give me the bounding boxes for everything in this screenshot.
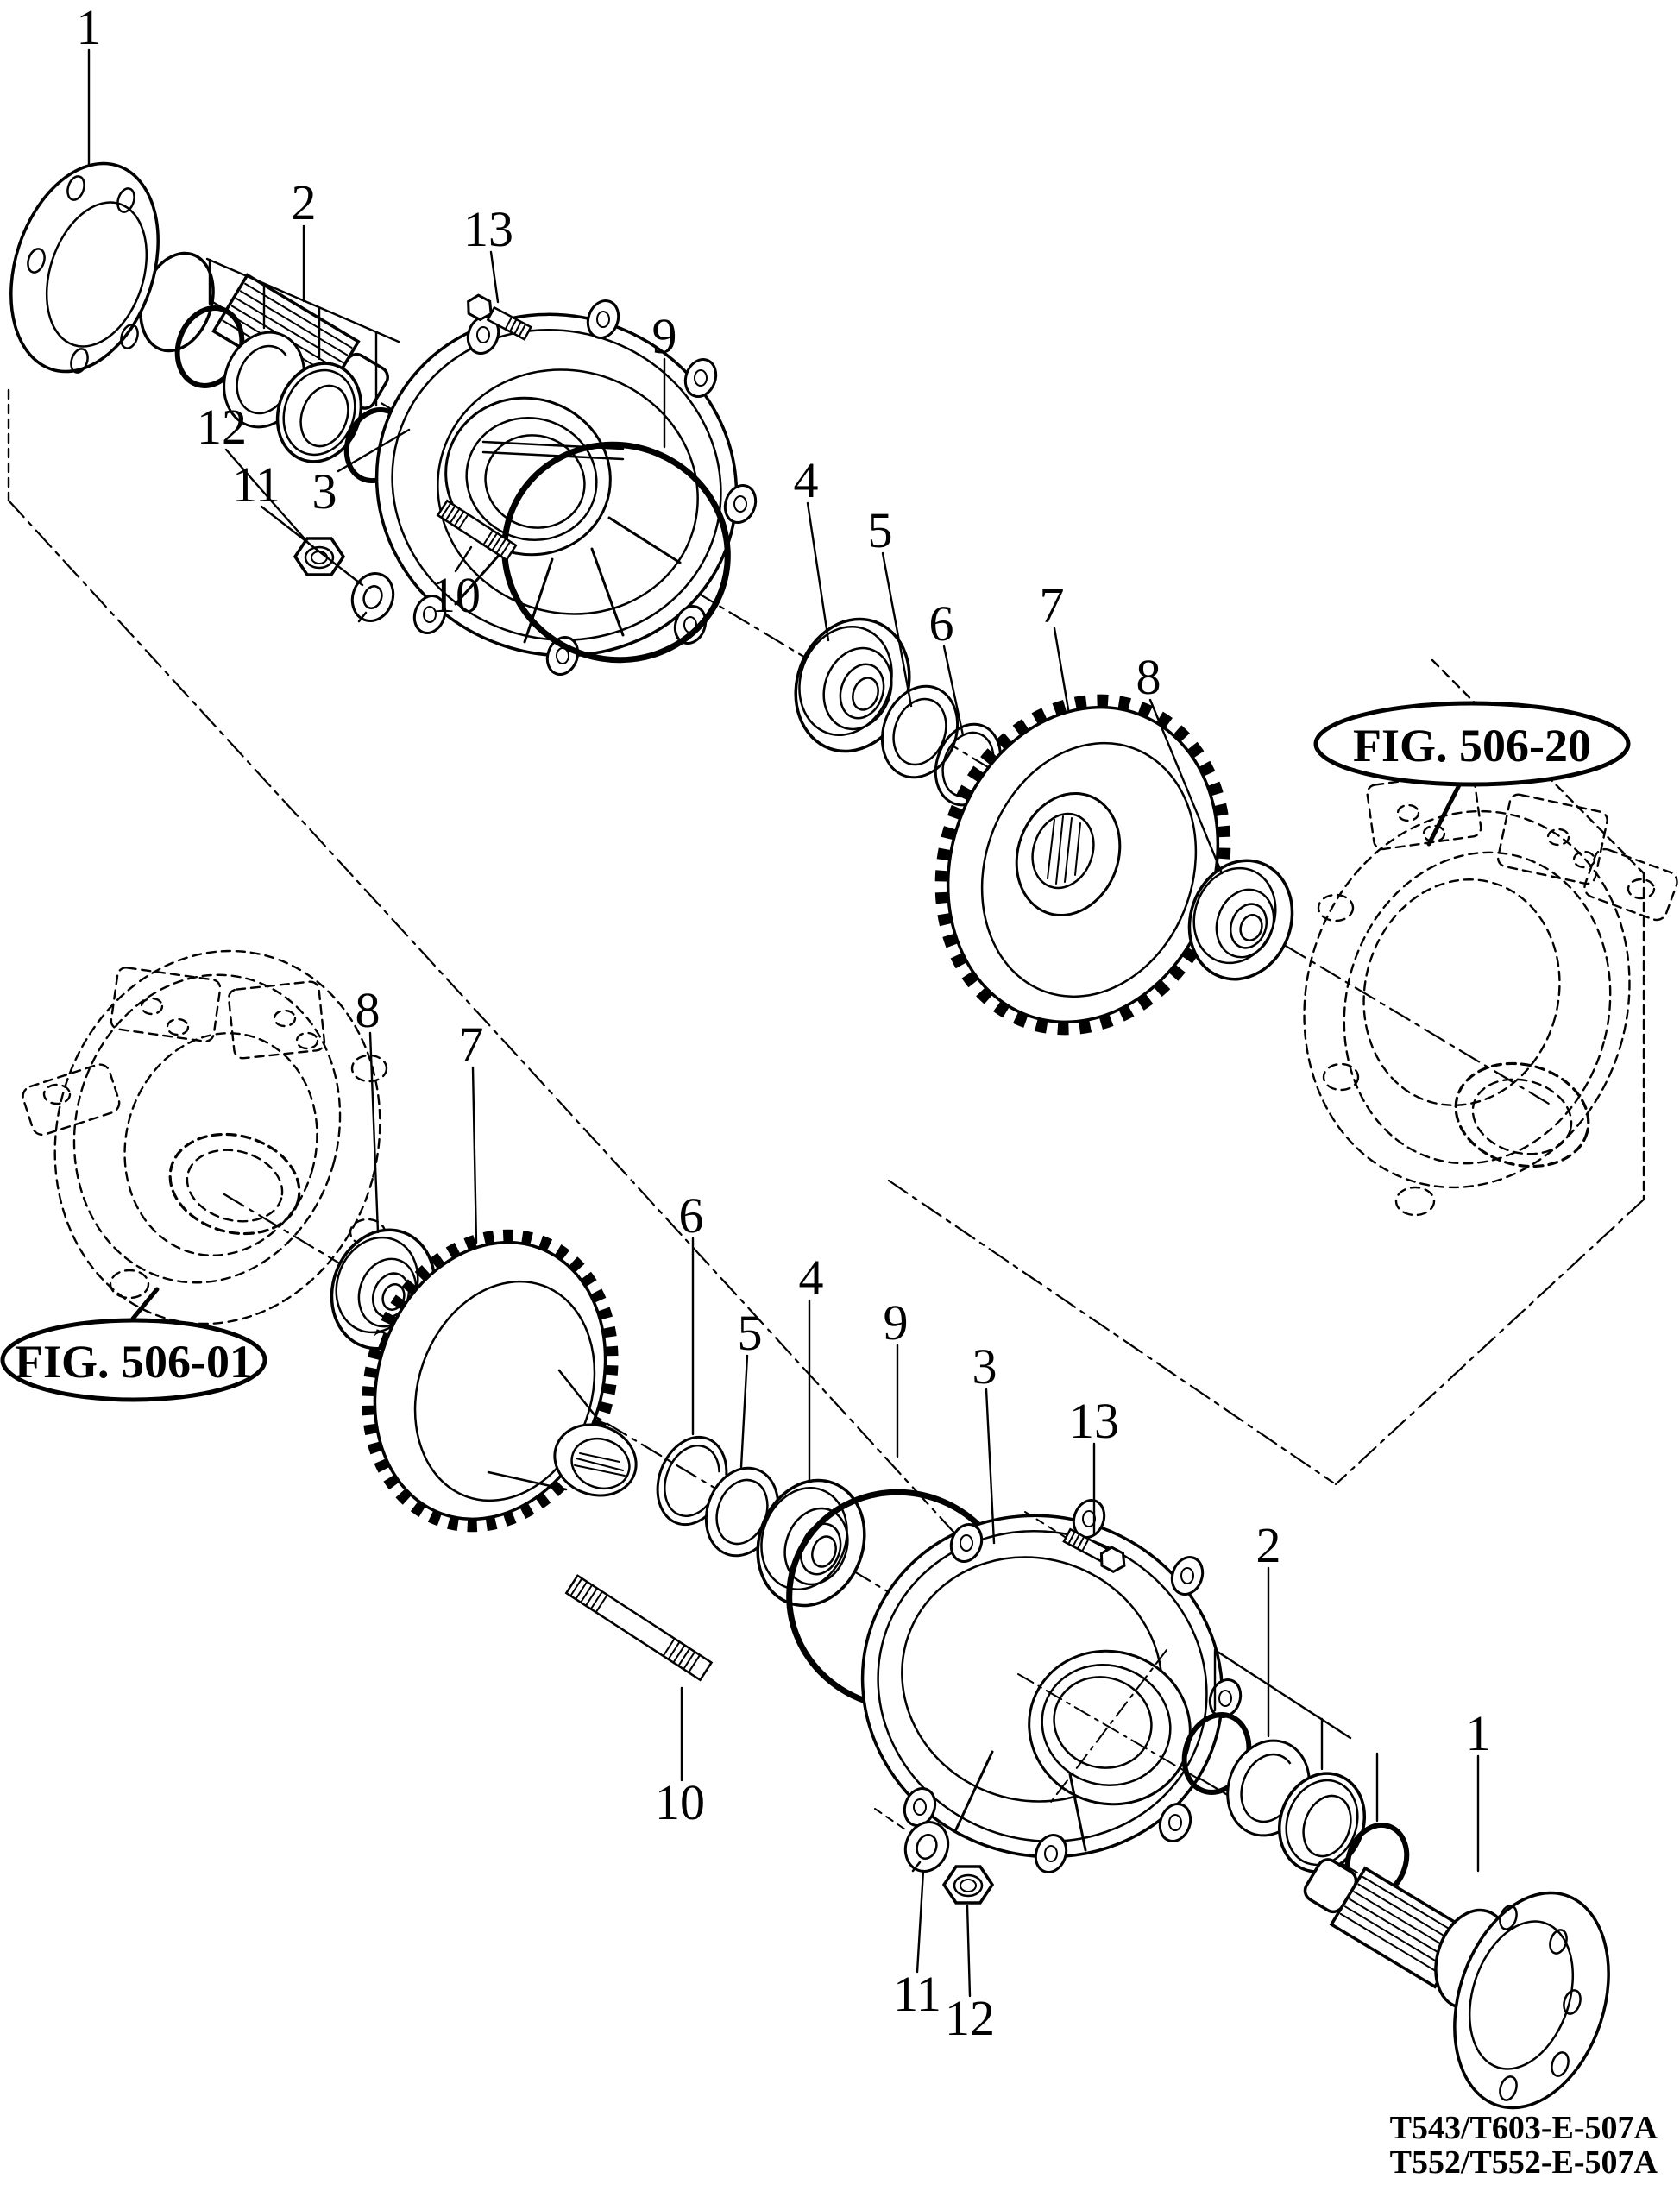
- callout-lower-7: 7: [458, 1017, 484, 1073]
- part-final-case-cover-upper: [374, 299, 758, 676]
- leader-upper-4: [806, 501, 830, 642]
- drawing-number-block: T543/T603-E-507A T552/T552-E-507A: [1390, 2111, 1658, 2180]
- callout-lower-12: 12: [945, 1990, 995, 2046]
- callout-upper-7: 7: [1039, 577, 1065, 633]
- leader-lower-11: [916, 1869, 925, 1974]
- leader-upper-7: [1053, 627, 1070, 711]
- leader-upper-3: [337, 428, 411, 473]
- fig-ref-bubbles: [0, 701, 1631, 1402]
- callout-upper-11: 11: [232, 457, 280, 513]
- drawing-number-line2: T552/T552-E-507A: [1389, 2144, 1658, 2181]
- callout-leader-lines: [87, 48, 1480, 1998]
- part-seal-kit-upper: [174, 305, 409, 484]
- callout-upper-5: 5: [867, 502, 893, 558]
- callout-upper-8: 8: [1136, 649, 1161, 705]
- part-stud-lower: [564, 1574, 714, 1682]
- callout-lower-1: 1: [1465, 1705, 1491, 1761]
- callout-lower-3: 3: [972, 1338, 997, 1395]
- leader-upper-5: [881, 551, 913, 708]
- boundary-right-down-diagonal: [1334, 1198, 1645, 1486]
- part-nut-upper: [293, 537, 346, 576]
- part-nut-lower: [941, 1865, 995, 1905]
- callout-lower-13: 13: [1069, 1393, 1119, 1449]
- callout-upper-9: 9: [651, 308, 677, 364]
- callout-lower-6: 6: [678, 1187, 704, 1244]
- boundary-lower-right-diagonal: [887, 1179, 1335, 1484]
- ghost-axle-case-lower: [22, 949, 388, 1325]
- leader-upper-10: [454, 545, 473, 573]
- part-bearing-8-upper: [1187, 859, 1294, 981]
- fig-ref-label-506-01: FIG. 506-01: [15, 1336, 253, 1388]
- part-bolt-lower: [1024, 1511, 1126, 1573]
- callout-upper-1: 1: [76, 0, 102, 55]
- fig-ref-bubble-506-20: [1313, 701, 1631, 787]
- cover-bolt-ears-lower: [903, 1499, 1243, 1873]
- leader-lower-8: [368, 1031, 380, 1234]
- callout-upper-3: 3: [311, 463, 337, 519]
- leader-lower-3: [985, 1388, 996, 1545]
- callout-lower-8: 8: [355, 982, 381, 1038]
- callout-lower-10: 10: [655, 1774, 705, 1830]
- leader-lower-12: [966, 1904, 972, 1998]
- part-oring-upper: [501, 441, 731, 664]
- part-seal-kit-lower: [1181, 1712, 1410, 1899]
- callout-upper-2: 2: [291, 174, 317, 230]
- leader-upper-8: [1148, 698, 1224, 875]
- leader-lower-5: [739, 1354, 749, 1469]
- part-spring-washer-lower: [874, 1808, 950, 1873]
- ghost-axle-case-upper: [1303, 771, 1678, 1217]
- seal-kit-bracket-lower: [1213, 1648, 1379, 1823]
- callout-lower-9: 9: [883, 1294, 909, 1351]
- callout-upper-12: 12: [197, 399, 247, 455]
- callout-lower-4: 4: [798, 1250, 824, 1306]
- part-spur-gear-lower: [362, 1229, 638, 1533]
- leader-lower-7: [471, 1066, 478, 1244]
- leader-upper-12: [224, 448, 311, 545]
- fig-ref-leader-506-01: [130, 1287, 160, 1321]
- part-bearing-4-upper: [794, 617, 911, 753]
- callout-upper-10: 10: [431, 567, 481, 623]
- fig-ref-leader-506-20: [1426, 781, 1463, 847]
- part-spring-washer-upper: [350, 572, 395, 623]
- callout-upper-6: 6: [928, 595, 954, 652]
- fig-ref-label-506-20: FIG. 506-20: [1353, 720, 1591, 771]
- fig-ref-bubble-506-01: [0, 1318, 267, 1402]
- callout-upper-4: 4: [793, 452, 819, 508]
- part-bolt-upper: [467, 293, 532, 341]
- part-final-case-cover-lower: [860, 1499, 1243, 1873]
- callout-lower-2: 2: [1255, 1517, 1281, 1573]
- part-stud-upper: [436, 499, 518, 562]
- callout-lower-5: 5: [737, 1305, 763, 1361]
- callout-lower-11: 11: [893, 1966, 941, 2022]
- leader-upper-13: [489, 250, 500, 304]
- cover-bolt-ears-upper: [412, 299, 758, 676]
- drawing-number-line1: T543/T603-E-507A: [1389, 2110, 1658, 2146]
- part-snap-ring-lower: [656, 1435, 728, 1527]
- part-snap-ring-upper: [934, 722, 1003, 807]
- callout-upper-13: 13: [463, 201, 513, 257]
- leader-upper-6: [942, 645, 965, 737]
- part-hub-shaft-lower: [1303, 1858, 1610, 2110]
- leader-upper-11: [260, 505, 364, 587]
